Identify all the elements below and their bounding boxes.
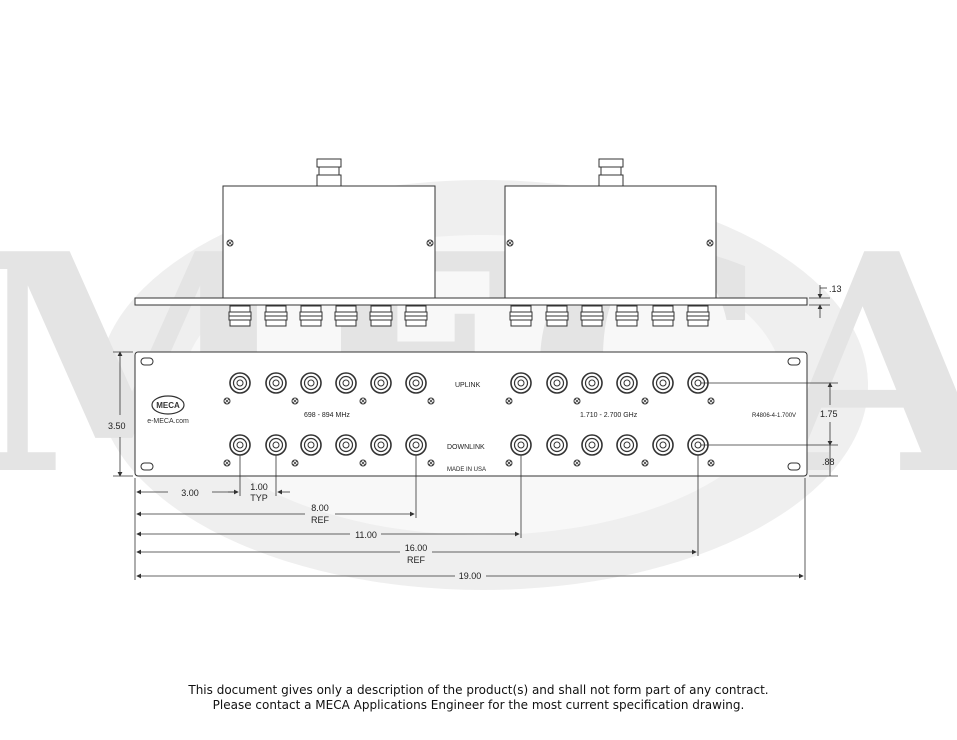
meca-logo: MECA e-MECA.com <box>147 395 189 425</box>
port-connector-icon <box>405 434 427 456</box>
port-connector-icon <box>616 372 638 394</box>
port-connector-icon <box>229 434 251 456</box>
uplink-label: UPLINK <box>455 382 481 389</box>
dim-bottom-row: .88 <box>822 457 835 467</box>
screw-icon <box>226 239 234 247</box>
part-number: R4806-4-1.700V <box>752 413 796 419</box>
screw-icon <box>641 459 649 467</box>
port-connector-icon <box>370 372 392 394</box>
port-connector-icon <box>652 372 674 394</box>
dim-first-port: 3.00 <box>181 488 199 498</box>
rack-flange <box>134 297 808 306</box>
screw-icon <box>707 397 715 405</box>
port-connector-icon <box>300 434 322 456</box>
dim-top-flange: .13 <box>829 284 842 294</box>
connector-icon <box>580 305 604 327</box>
connector-icon <box>334 305 358 327</box>
dim-port-row-spacing: 1.75 <box>820 409 838 419</box>
connector-icon <box>615 305 639 327</box>
screw-icon <box>706 239 714 247</box>
svg-text:MECA: MECA <box>156 401 180 410</box>
port-connector-icon <box>581 372 603 394</box>
connector-icon <box>369 305 393 327</box>
front-panel <box>134 351 808 477</box>
screw-icon <box>427 459 435 467</box>
panel-outline <box>134 351 808 477</box>
dim-height: 3.50 <box>108 421 126 431</box>
mount-slot <box>787 462 801 471</box>
port-connector-icon <box>265 434 287 456</box>
disclaimer-line-1: This document gives only a description o… <box>188 683 769 697</box>
low-band-label: 698 - 894 MHz <box>304 412 350 419</box>
screw-icon <box>707 459 715 467</box>
screw-icon <box>641 397 649 405</box>
screw-icon <box>223 397 231 405</box>
screw-icon <box>573 459 581 467</box>
port-connector-icon <box>581 434 603 456</box>
dim-pitch-note: TYP <box>250 493 268 503</box>
screw-icon <box>573 397 581 405</box>
dim-high-last-note: REF <box>407 555 426 565</box>
downlink-label: DOWNLINK <box>447 444 485 451</box>
connector-icon <box>264 305 288 327</box>
screw-icon <box>291 397 299 405</box>
connector-icon <box>545 305 569 327</box>
common-port-low <box>316 158 342 187</box>
dim-high-last: 16.00 <box>405 543 428 553</box>
connector-icon <box>404 305 428 327</box>
dim-high-first: 11.00 <box>355 530 377 540</box>
low-band-module <box>222 185 436 299</box>
port-connector-icon <box>546 434 568 456</box>
horizontal-dimensions <box>134 455 806 580</box>
port-connector-icon <box>510 372 532 394</box>
mount-slot <box>140 357 154 366</box>
screw-icon <box>359 397 367 405</box>
dim-low-last: 8.00 <box>311 503 329 513</box>
common-port-high <box>598 158 624 187</box>
connector-icon <box>686 305 710 327</box>
mount-slot <box>140 462 154 471</box>
port-connector-icon <box>335 372 357 394</box>
connector-icon <box>651 305 675 327</box>
port-connector-icon <box>652 434 674 456</box>
port-connector-icon <box>265 372 287 394</box>
made-in-label: MADE IN USA <box>447 467 486 473</box>
high-band-module <box>504 185 717 299</box>
high-band-label: 1.710 - 2.700 GHz <box>580 412 638 419</box>
screw-icon <box>505 459 513 467</box>
connector-icon <box>228 305 252 327</box>
mount-slot <box>787 357 801 366</box>
port-connector-icon <box>405 372 427 394</box>
port-connector-icon <box>229 372 251 394</box>
screw-icon <box>505 397 513 405</box>
screw-icon <box>506 239 514 247</box>
vertical-dimensions <box>113 285 838 477</box>
top-view <box>134 158 808 327</box>
dim-overall-width: 19.00 <box>459 571 482 581</box>
screw-icon <box>426 239 434 247</box>
screw-icon <box>223 459 231 467</box>
dim-pitch: 1.00 <box>250 482 268 492</box>
port-connector-icon <box>510 434 532 456</box>
port-connector-icon <box>300 372 322 394</box>
port-connector-icon <box>546 372 568 394</box>
screw-icon <box>291 459 299 467</box>
port-connector-icon <box>370 434 392 456</box>
screw-icon <box>359 459 367 467</box>
screw-icon <box>427 397 435 405</box>
port-connector-icon <box>616 434 638 456</box>
disclaimer-line-2: Please contact a MECA Applications Engin… <box>212 698 745 712</box>
port-connector-icon <box>335 434 357 456</box>
logo-url: e-MECA.com <box>147 418 189 425</box>
dim-low-last-note: REF <box>311 515 330 525</box>
connector-icon <box>509 305 533 327</box>
connector-icon <box>299 305 323 327</box>
